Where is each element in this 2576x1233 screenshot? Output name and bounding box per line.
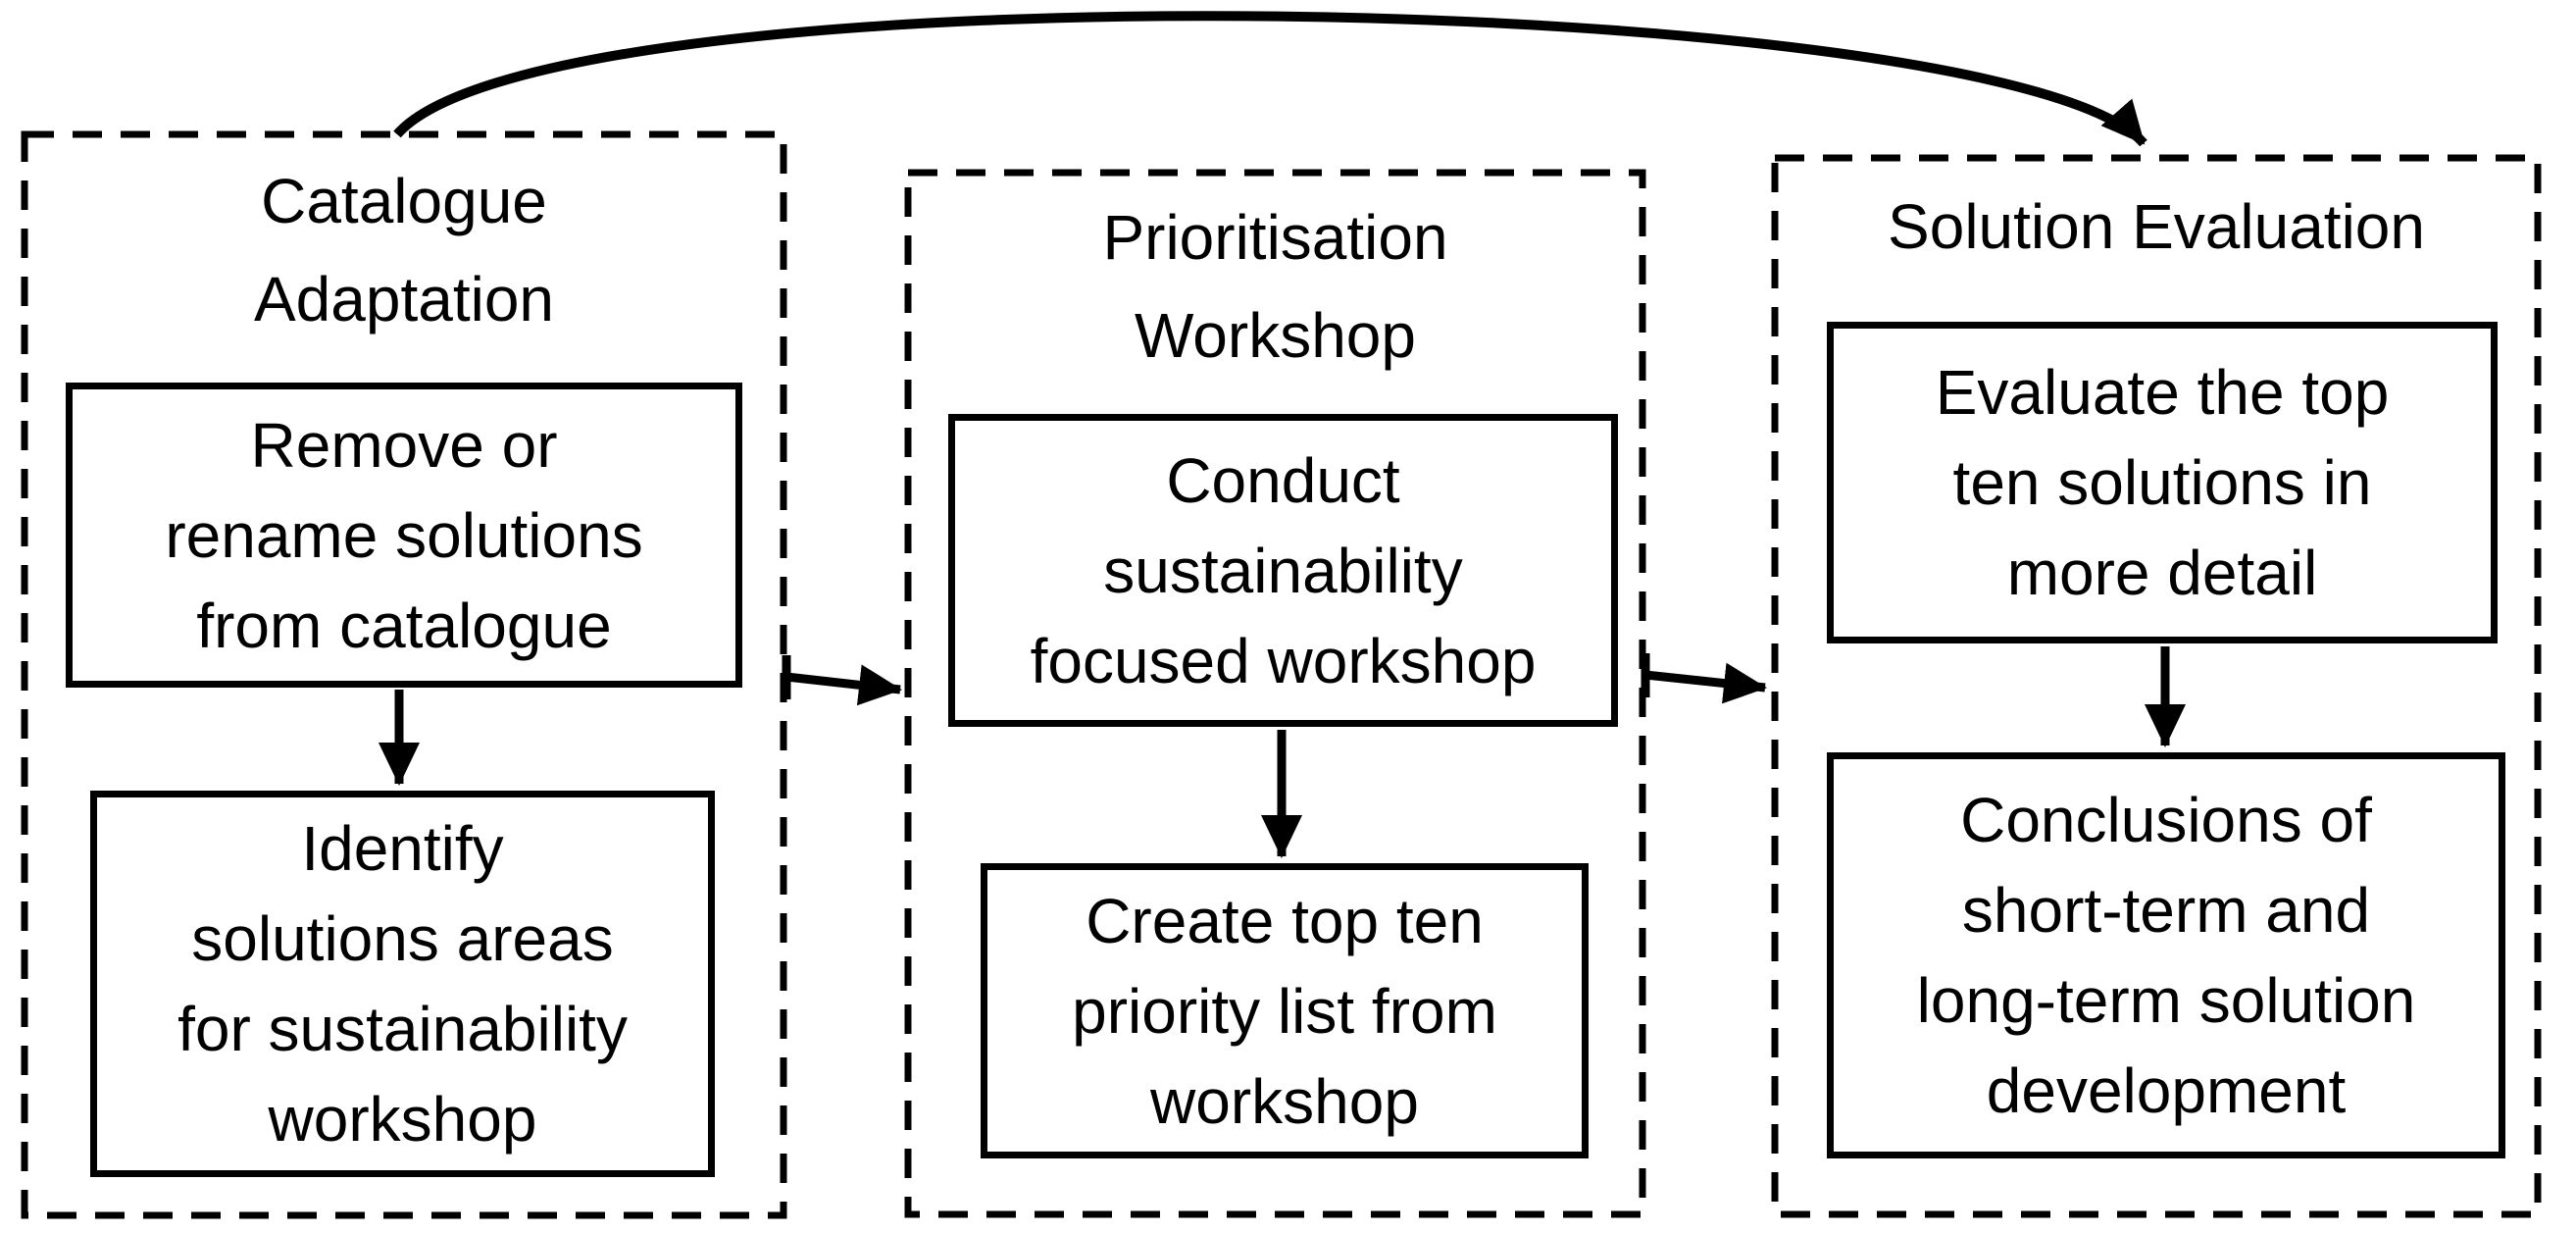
box-label: Conclusions of short-term and long-term … [1916, 785, 2416, 1126]
arrow-phase2-to-phase3 [1644, 662, 1767, 704]
box-conduct-workshop: Conduct sustainability focused workshop [948, 414, 1618, 727]
arrow-phase1-to-phase2 [785, 664, 902, 706]
box-evaluate-top-ten: Evaluate the top ten solutions in more d… [1827, 322, 2498, 643]
phase-catalogue-adaptation: Catalogue Adaptation Remove or rename so… [25, 134, 783, 1215]
box-create-top-ten-list: Create top ten priority list from worksh… [981, 863, 1589, 1158]
box-label: Create top ten priority list from worksh… [1072, 885, 1497, 1137]
phase-title-prioritisation-workshop: Prioritisation Workshop [1102, 202, 1448, 371]
box-label: Evaluate the top ten solutions in more d… [1935, 357, 2390, 608]
box-label: Conduct sustainability focused workshop [1030, 444, 1537, 696]
phase-solution-evaluation: Solution Evaluation Evaluate the top ten… [1775, 158, 2538, 1214]
box-conclusions-development: Conclusions of short-term and long-term … [1827, 752, 2505, 1158]
box-label: Remove or rename solutions from catalogu… [165, 409, 643, 661]
phase-title-catalogue-adaptation: Catalogue Adaptation [253, 166, 555, 334]
arrow-phase1-to-phase3-curve [393, 11, 2147, 147]
box-identify-solution-areas: Identify solutions areas for sustainabil… [90, 791, 715, 1177]
phase-title-solution-evaluation: Solution Evaluation [1888, 191, 2425, 262]
box-label: Identify solutions areas for sustainabil… [177, 813, 628, 1155]
box-remove-rename-solutions: Remove or rename solutions from catalogu… [66, 383, 742, 688]
phase-prioritisation-workshop: Prioritisation Workshop Conduct sustaina… [908, 173, 1642, 1214]
